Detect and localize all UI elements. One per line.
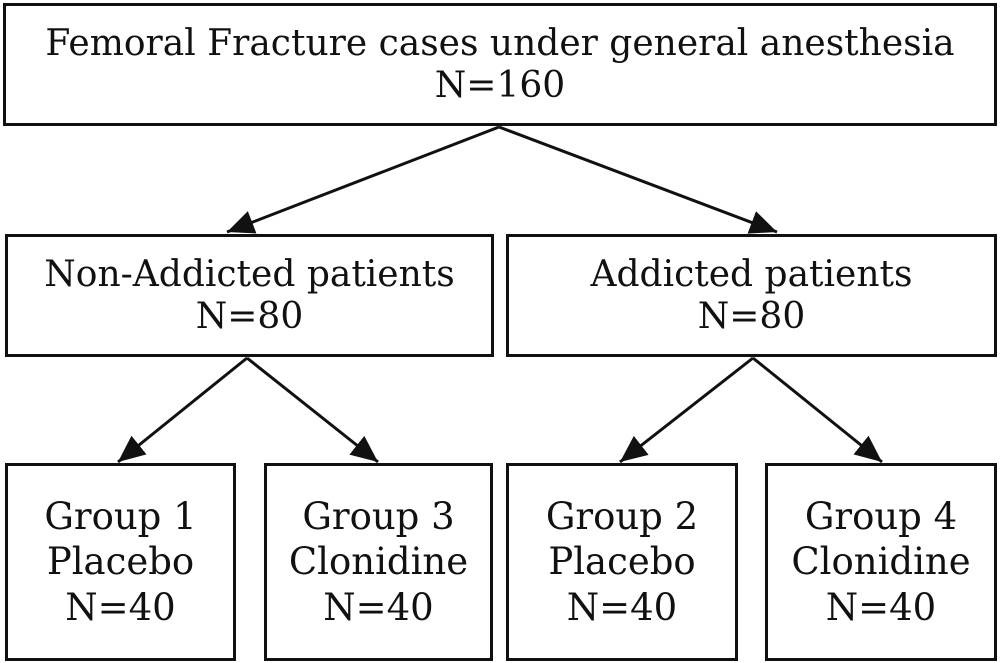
nonaddicted-title: Non-Addicted patients [44,253,455,295]
group3-treatment: Clonidine [288,540,469,584]
group3-box: Group 3 Clonidine N=40 [264,463,493,661]
arrow-nonaddicted-to-group1 [117,356,248,464]
group2-count: N=40 [566,585,678,629]
group3-count: N=40 [323,585,434,629]
group4-name: Group 4 [804,494,958,538]
group2-name: Group 2 [545,494,699,538]
group1-box: Group 1 Placebo N=40 [5,463,236,661]
group2-box: Group 2 Placebo N=40 [506,463,738,661]
addicted-count: N=80 [697,295,806,337]
arrow-root-to-nonaddicted [226,125,500,234]
arrow-root-to-addicted [498,125,778,234]
group1-treatment: Placebo [46,540,195,584]
group1-name: Group 1 [44,494,197,538]
group4-box: Group 4 Clonidine N=40 [765,463,997,661]
root-box: Femoral Fracture cases under general ane… [3,3,997,126]
arrow-nonaddicted-to-group3 [246,356,379,464]
nonaddicted-box: Non-Addicted patients N=80 [5,234,494,357]
nonaddicted-count: N=80 [195,295,304,337]
arrow-addicted-to-group2 [619,356,754,464]
group2-treatment: Placebo [548,540,696,584]
arrow-addicted-to-group4 [752,356,883,464]
group1-count: N=40 [65,585,176,629]
root-count: N=160 [434,64,566,106]
root-title: Femoral Fracture cases under general ane… [45,22,955,64]
group4-treatment: Clonidine [791,540,971,584]
group3-name: Group 3 [302,494,455,538]
group4-count: N=40 [825,585,937,629]
addicted-box: Addicted patients N=80 [506,234,997,357]
addicted-title: Addicted patients [590,253,913,295]
